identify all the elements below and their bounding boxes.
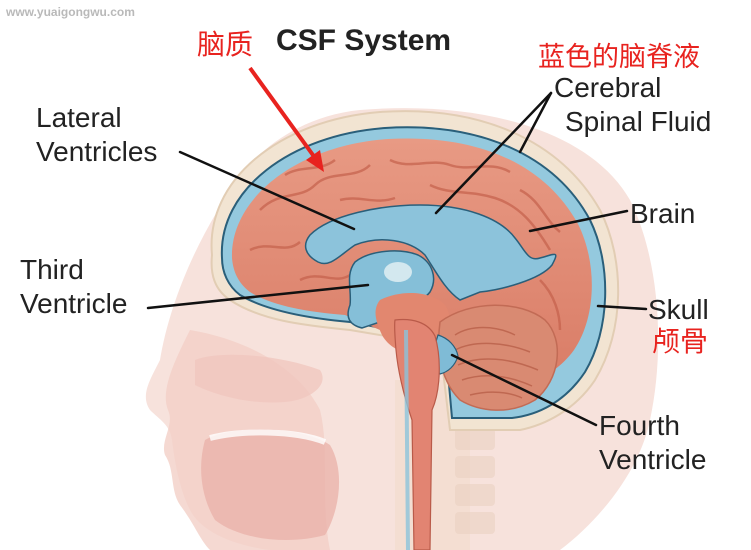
label-third-ventricle-line1: Third [20, 254, 84, 285]
label-third-ventricle: Third Ventricle [20, 253, 127, 321]
lateral-ventricle [304, 204, 557, 301]
annotation-brain-tissue: 脑质 [197, 29, 254, 60]
mouth-cavity [201, 429, 340, 540]
annotation-csf: 蓝色的脑脊液 [538, 42, 700, 72]
label-csf-line2: Spinal Fluid [565, 106, 712, 137]
nasal-cavity [195, 354, 323, 403]
label-lateral-ventricles-line1: Lateral [36, 102, 122, 133]
annotation-skull: 颅骨 [652, 326, 709, 357]
leader-lines [146, 91, 648, 427]
label-fourth-ventricle-line2: Ventricle [599, 444, 707, 475]
label-third-ventricle-line2: Ventricle [20, 288, 128, 319]
teeth-row [209, 429, 327, 445]
diagram-title: CSF System [276, 24, 452, 57]
label-skull: Skull [648, 294, 709, 325]
label-fourth-ventricle: Fourth Ventricle [599, 409, 706, 477]
label-csf-line1: Cerebral [554, 72, 662, 103]
label-lateral-ventricles-line2: Ventricles [36, 136, 158, 167]
label-fourth-ventricle-line1: Fourth [599, 410, 680, 441]
spinal-csf-channel [404, 329, 410, 550]
label-cerebral-spinal-fluid: Cerebral Spinal Fluid [554, 71, 711, 139]
watermark-text: www.yuaigongwu.com [6, 5, 135, 19]
label-lateral-ventricles: Lateral Ventricles [36, 101, 157, 169]
brain-tissue-arrow [248, 66, 324, 172]
thalamus-spot [384, 262, 412, 282]
label-brain: Brain [630, 198, 696, 229]
